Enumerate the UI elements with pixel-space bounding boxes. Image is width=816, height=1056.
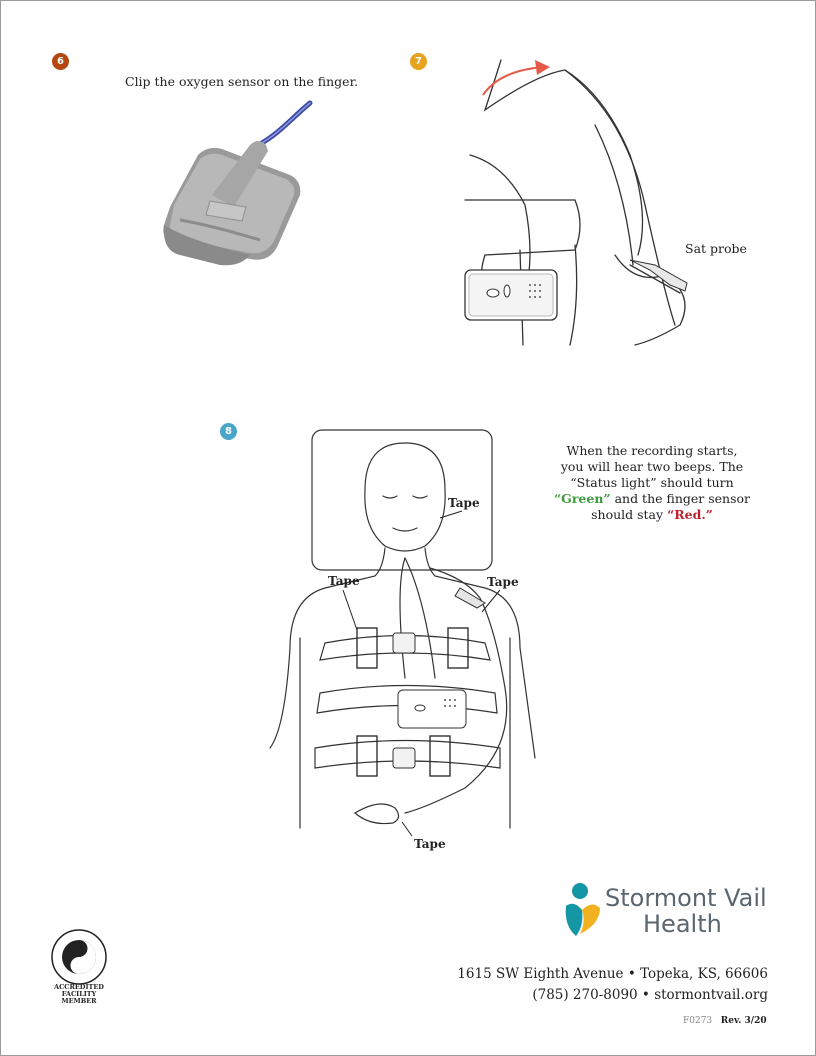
tape-label-chest: Tape [328,574,360,588]
oxygen-sensor-image [163,100,313,266]
step-6-badge: 6 [52,53,69,70]
logo-name-line1: Stormont Vail [605,884,767,912]
tape-label-shoulder: Tape [487,575,519,589]
form-footer: F0273 Rev. 3/20 [683,1016,767,1026]
recording-instructions: When the recording starts, you will hear… [553,443,751,522]
step-7-badge: 7 [410,53,427,70]
svg-text:WAKE: WAKE [73,946,85,951]
green-word: “Green” [553,491,611,506]
aasm-accreditation-seal: WAKE SLEEP [51,929,107,985]
step-8-badge: 8 [220,423,237,440]
stormont-vail-logo-icon [565,883,600,936]
contact-line: (785) 270-8090 • stormontvail.org [532,987,768,1003]
sat-probe-label: Sat probe [685,241,747,256]
tape-label-hand: Tape [414,837,446,851]
logo-name-line2: Health [643,910,722,938]
patient-setup-illustration [269,429,536,829]
step-6-caption: Clip the oxygen sensor on the finger. [125,74,359,89]
address-line: 1615 SW Eighth Avenue • Topeka, KS, 6660… [457,966,768,982]
svg-text:SLEEP: SLEEP [73,964,86,969]
tape-label-face: Tape [448,496,480,510]
seal-caption: ACCREDITED FACILITY MEMBER [54,983,104,1005]
shoulder-illustration [464,59,688,346]
red-word: “Red.” [667,507,713,522]
